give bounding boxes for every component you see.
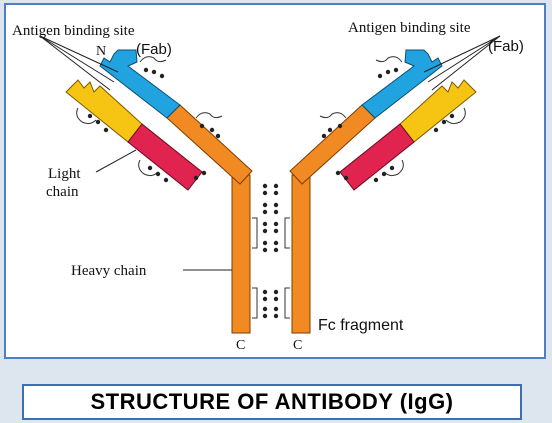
label-light-chain-line1: Light	[48, 166, 81, 182]
label-antigen-binding-site-right: Antigen binding site	[348, 20, 471, 36]
hinge-disulfide-bonds	[252, 183, 290, 319]
heavy-variable-region-left	[99, 49, 181, 119]
heavy-chain-stem-right	[291, 174, 311, 334]
intrachain-bonds-left	[76, 56, 223, 183]
label-fab-right: (Fab)	[488, 38, 524, 55]
label-heavy-chain: Heavy chain	[71, 263, 147, 279]
label-light-chain-line2: chain	[46, 184, 79, 200]
label-antigen-binding-site-left: Antigen binding site	[12, 23, 135, 39]
pointer-lines	[39, 35, 501, 271]
label-fc-fragment: Fc fragment	[318, 317, 404, 334]
light-constant-region-right	[339, 123, 415, 191]
heavy-chain-stem-left	[231, 174, 251, 334]
caption-box: STRUCTURE OF ANTIBODY (IgG)	[22, 384, 522, 420]
label-c-terminal-left: C	[236, 338, 245, 353]
heavy-variable-region-right	[361, 49, 443, 119]
intrachain-bonds-right	[319, 56, 466, 183]
label-fab-left: (Fab)	[136, 41, 172, 58]
caption-title: STRUCTURE OF ANTIBODY (IgG)	[90, 389, 454, 414]
antibody-diagram: Antigen binding site (Fab) N Antigen bin…	[12, 20, 524, 353]
label-c-terminal-right: C	[293, 338, 302, 353]
label-n-terminal: N	[96, 44, 106, 59]
light-constant-region-left	[127, 123, 203, 191]
